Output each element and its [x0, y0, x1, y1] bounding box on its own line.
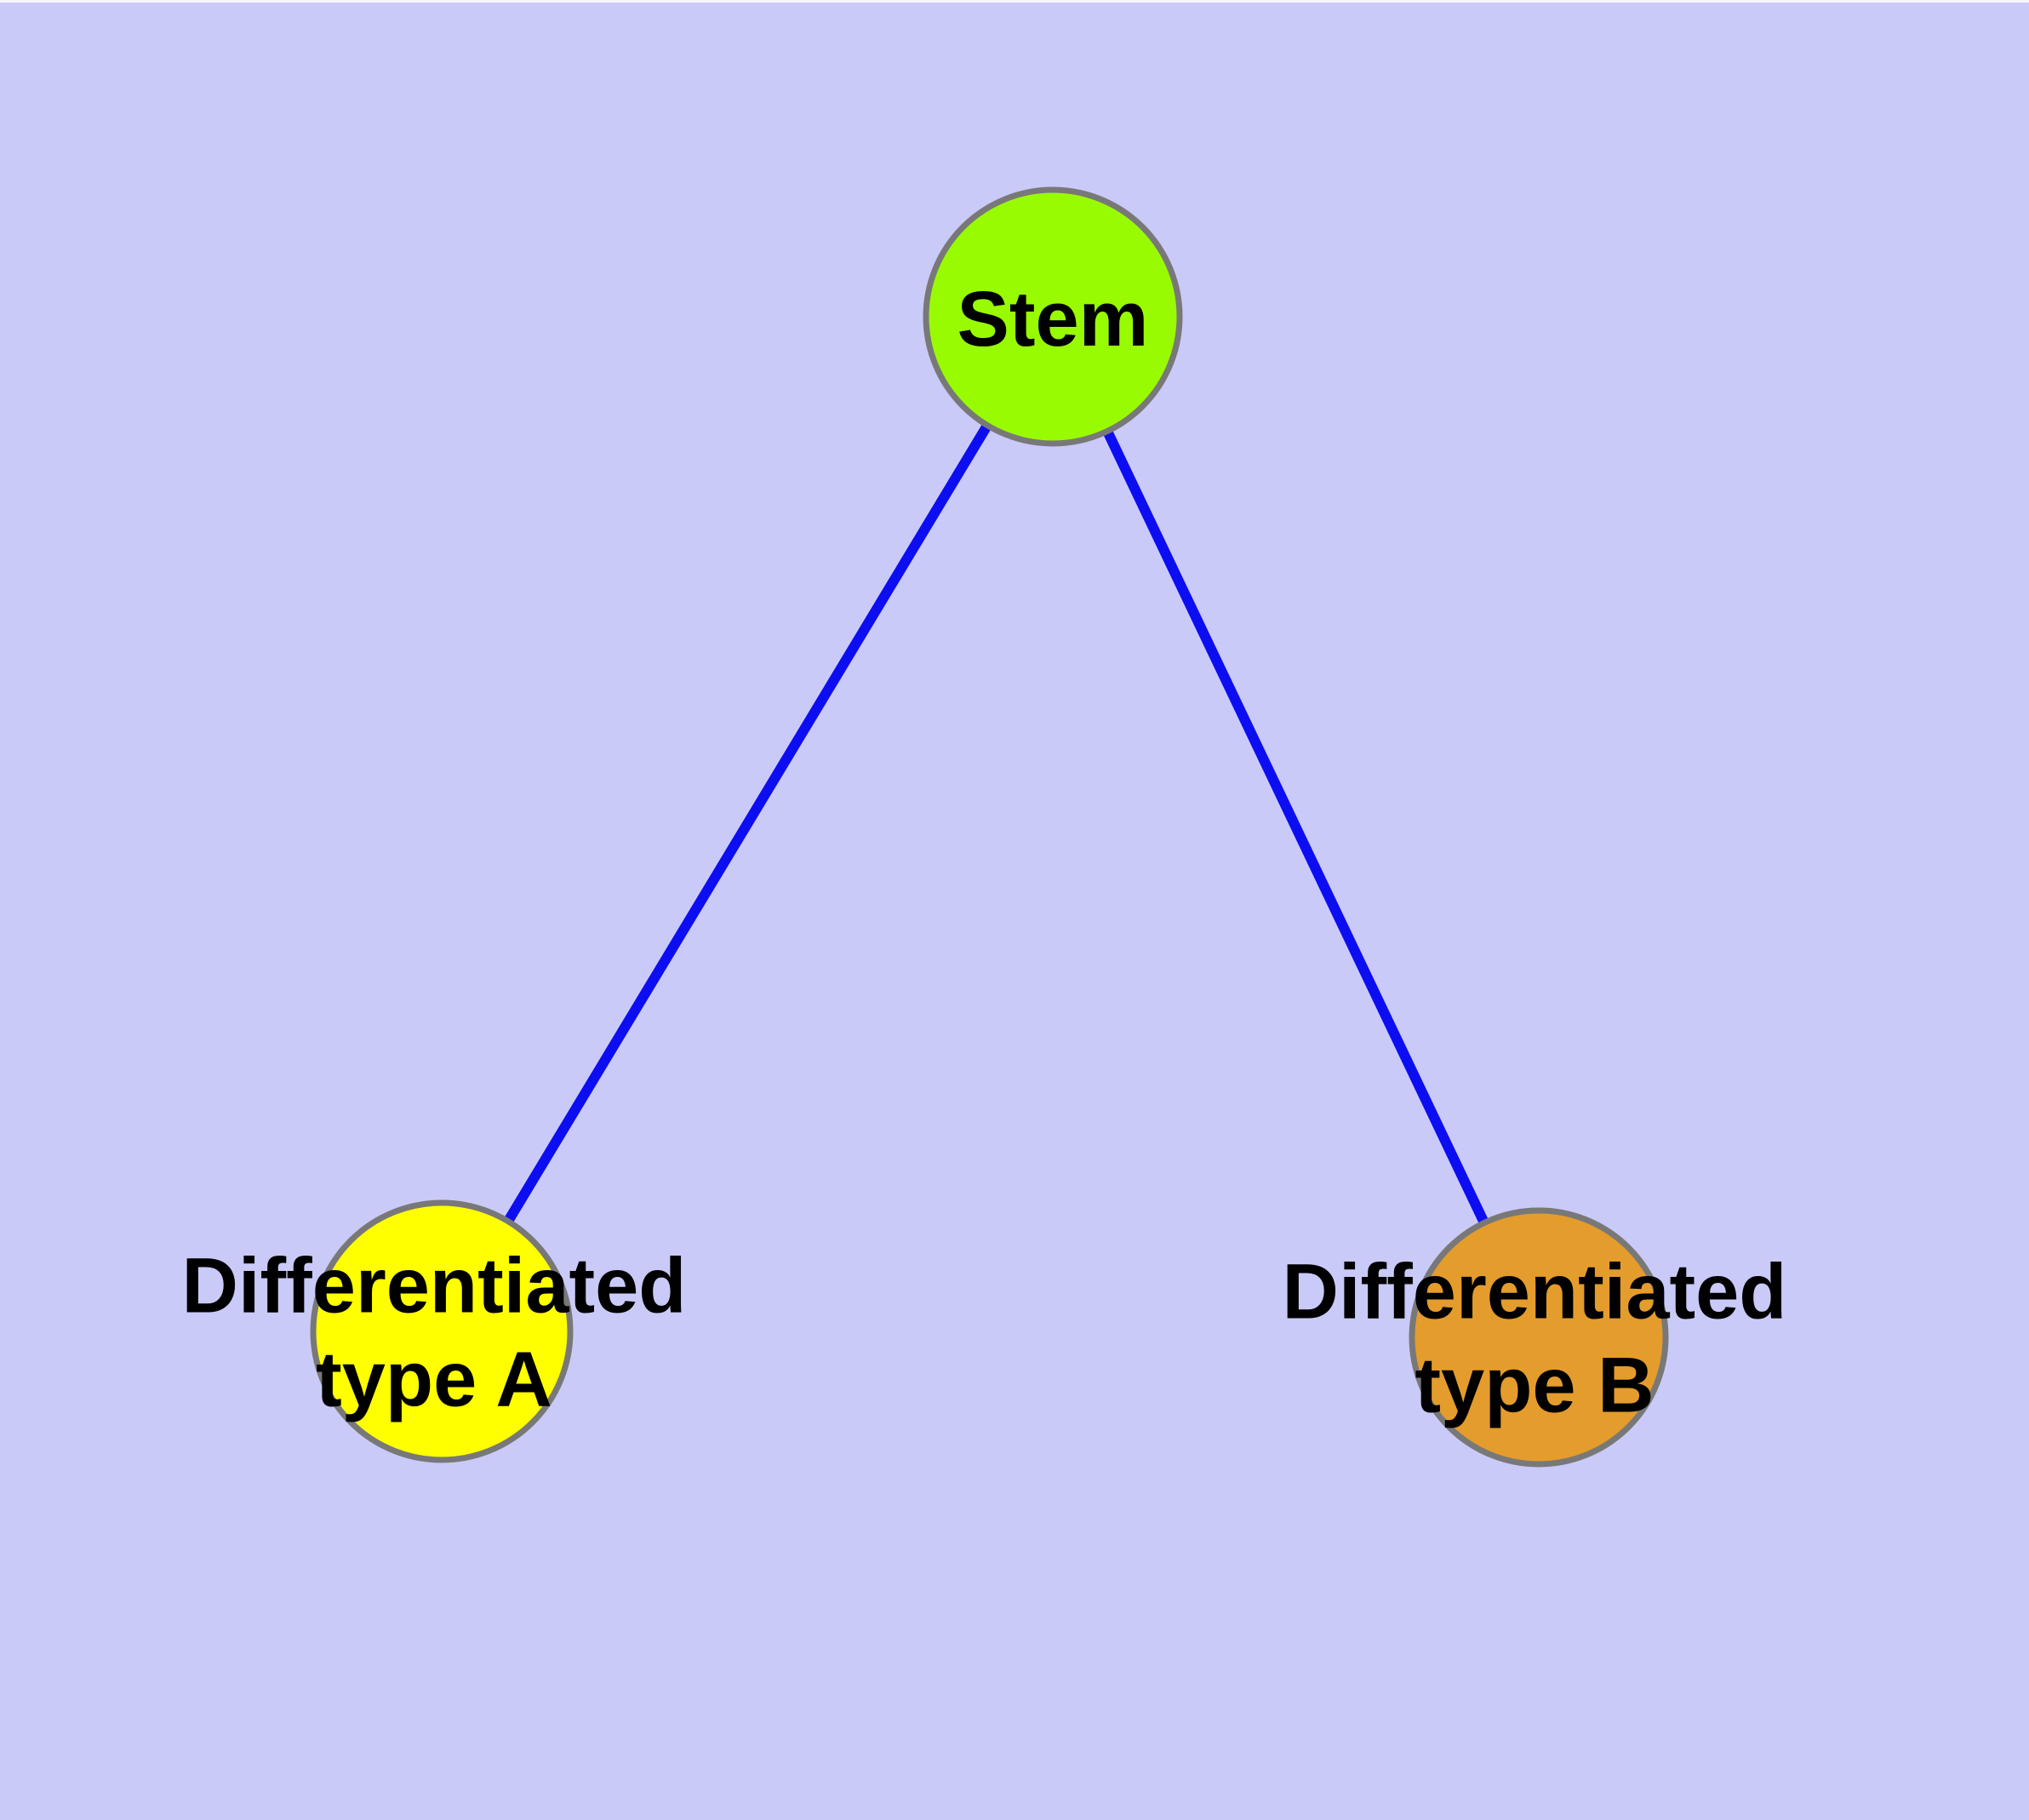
- type-a-node-label: Differentiated type A: [182, 1239, 687, 1428]
- type-a-label-line2: type A: [316, 1336, 552, 1423]
- stem-node-circle: [923, 186, 1183, 447]
- stem-node-label: Stem: [957, 275, 1149, 363]
- type-a-label-line1: Differentiated: [181, 1242, 687, 1330]
- edge-stem-to-type-a: [437, 313, 1058, 1335]
- top-window-edge: [0, 0, 2029, 3]
- edge-stem-to-type-b: [1048, 314, 1544, 1340]
- type-a-node-circle: [310, 1199, 574, 1463]
- type-b-node-circle: [1409, 1207, 1669, 1468]
- type-b-node-label: Differentiated type B: [1283, 1245, 1787, 1434]
- type-b-label-line1: Differentiated: [1282, 1248, 1787, 1336]
- type-b-label-line2: type B: [1415, 1342, 1655, 1429]
